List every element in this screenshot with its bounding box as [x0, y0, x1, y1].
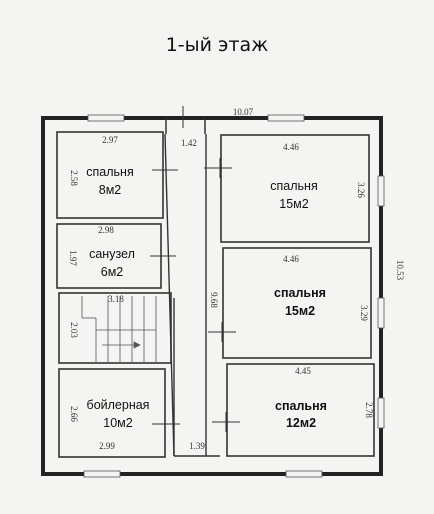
boiler-name: бойлерная: [87, 398, 150, 412]
bedroom1-area: 8м2: [99, 183, 122, 197]
window-right-3: [377, 397, 385, 429]
room-bedroom4: [226, 363, 375, 457]
bedroom2-name: спальня: [270, 179, 317, 193]
room-boiler: [58, 368, 166, 458]
dim-total-width: 10.07: [233, 107, 254, 117]
room-bedroom2: [220, 134, 370, 243]
dim-bedroom4-w: 4.45: [295, 366, 311, 376]
window-right-2: [377, 297, 385, 329]
window-bottom-right: [285, 470, 323, 478]
dim-bath-w: 2.98: [98, 225, 114, 235]
dim-bedroom3-w: 4.46: [283, 254, 299, 264]
dim-total-height: 10.53: [395, 260, 405, 281]
dim-bedroom3-h: 3.29: [359, 305, 369, 321]
dim-corridor-bottom: 1.39: [189, 441, 205, 451]
bath-area: 6м2: [101, 265, 124, 279]
door-marks: [150, 158, 240, 434]
window-top-right: [267, 114, 305, 122]
window-right-1: [377, 175, 385, 207]
dim-stairs-w: 3.18: [108, 294, 124, 304]
dim-bath-h: 1.97: [68, 250, 78, 266]
bedroom4-area: 12м2: [286, 416, 316, 430]
window-bottom-left: [83, 470, 121, 478]
bedroom3-area: 15м2: [285, 304, 315, 318]
floor-title: 1-ый этаж: [165, 34, 269, 56]
bedroom2-area: 15м2: [279, 197, 308, 211]
bedroom3-name: спальня: [274, 286, 326, 300]
dim-bedroom1-h: 2.58: [69, 170, 79, 186]
room-bedroom3: [222, 247, 372, 359]
dim-corridor-top: 1.42: [181, 138, 197, 148]
dim-bedroom2-w: 4.46: [283, 142, 299, 152]
dim-bedroom1-w: 2.97: [102, 135, 118, 145]
dim-bedroom2-h: 3.26: [356, 182, 366, 198]
bedroom4-name: спальня: [275, 399, 327, 413]
dim-corridor-length: 9.68: [209, 292, 219, 308]
staircase: [81, 296, 157, 362]
outer-wall: [41, 116, 383, 476]
dim-bedroom4-h: 2.78: [364, 402, 374, 418]
dim-boiler-w: 2.99: [99, 441, 115, 451]
corridor-wall-left: [164, 133, 175, 457]
boiler-area: 10м2: [103, 416, 132, 430]
dim-stairs-h: 2.03: [69, 322, 79, 338]
dim-boiler-h: 2.66: [69, 406, 79, 422]
bath-name: санузел: [89, 247, 135, 261]
window-top-left: [87, 114, 125, 122]
bedroom1-name: спальня: [86, 165, 133, 179]
